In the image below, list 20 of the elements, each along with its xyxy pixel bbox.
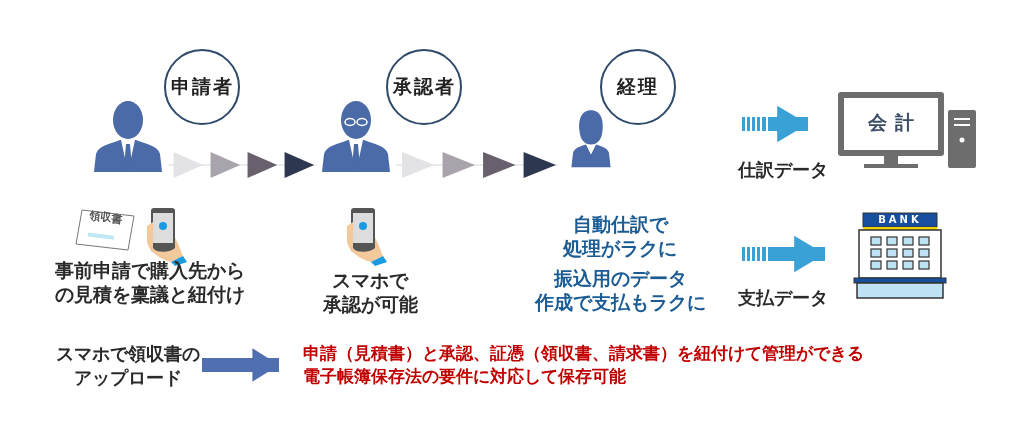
edge-label: 支払データ xyxy=(737,286,829,310)
role-circle: 申請者 xyxy=(164,49,240,125)
sign-text: BANK xyxy=(877,213,923,227)
striped-arrow xyxy=(742,105,808,143)
caption-text: 事前申請で購入先からの見積を稟議と紐付け xyxy=(54,258,246,306)
caption-text: スマホで承認が可能 xyxy=(321,268,419,316)
receipt-title-text: 領収書 xyxy=(87,208,125,227)
note-text: スマホで領収書のアップロード xyxy=(56,342,200,390)
screen-text: 会計 xyxy=(868,110,922,135)
edge-label: 仕訳データ xyxy=(736,158,829,182)
block-arrow xyxy=(202,348,279,382)
role-circle: 承認者 xyxy=(386,49,462,125)
chevron-arrow xyxy=(167,152,317,178)
role-circle: 経理 xyxy=(600,49,676,125)
highlight-text: 電子帳簿保存法の要件に対応して保存可能 xyxy=(303,365,627,388)
striped-arrow xyxy=(742,235,825,273)
caption-text: 自動仕訳で処理がラクに xyxy=(561,212,678,260)
chevron-arrow xyxy=(395,152,559,178)
caption-text: 振込用のデータ作成で支払もラクに xyxy=(533,266,707,314)
highlight-text: 申請（見積書）と承認、証憑（領収書、請求書）を紐付けて管理ができる xyxy=(303,342,865,365)
